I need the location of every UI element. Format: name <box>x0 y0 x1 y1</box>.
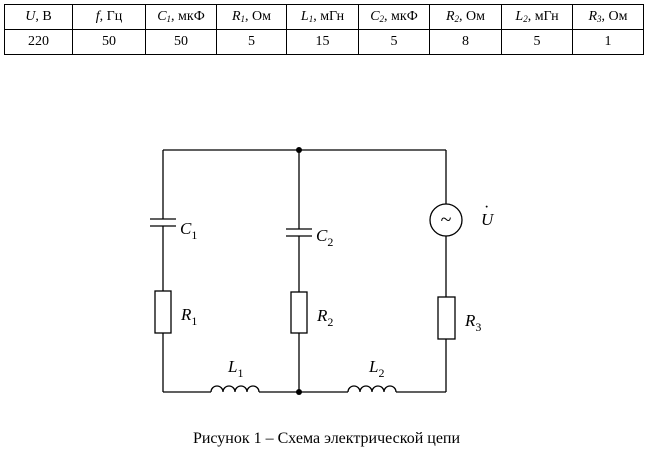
c2-label-index: 2 <box>327 235 333 249</box>
header-symbol: U <box>25 9 36 24</box>
voltage-label-dot: · <box>484 199 489 216</box>
value-cell: 5 <box>358 29 430 55</box>
l2-inductor-coil <box>347 385 397 393</box>
header-unit: , В <box>35 9 52 24</box>
r2-label-index: 2 <box>327 315 333 329</box>
header-symbol: C <box>157 9 167 24</box>
c2-label: C2 <box>316 226 333 249</box>
header-symbol: R <box>231 9 241 24</box>
r1-resistor <box>154 290 172 334</box>
value-cell: 15 <box>286 29 359 55</box>
l1-label-index: 1 <box>237 366 243 380</box>
header-subscript: 2 <box>523 14 528 24</box>
header-symbol: R <box>588 9 598 24</box>
value-cell: 220 <box>4 29 73 55</box>
header-subscript: 1 <box>308 14 314 24</box>
header-subscript: 1 <box>240 14 246 24</box>
header-cell: R2, Ом <box>429 4 502 30</box>
header-subscript: 1 <box>166 14 172 24</box>
figure-caption: Рисунок 1 – Схема электрической цепи <box>192 430 461 447</box>
header-symbol: C <box>370 9 380 24</box>
header-cell: U, В <box>4 4 73 30</box>
c1-label-index: 1 <box>191 228 197 242</box>
r3-label-index: 3 <box>475 320 481 334</box>
header-unit: , мГн <box>313 9 345 24</box>
l1-label: L1 <box>227 357 243 380</box>
r2-resistor <box>290 291 308 334</box>
header-unit: , Ом <box>601 9 628 24</box>
l2-label-letter: L <box>368 357 378 376</box>
parameters-table: U, В f, Гц C1, мкФ R1, Ом L1, мГн C2, мк… <box>4 4 644 55</box>
header-unit: , Ом <box>245 9 272 24</box>
header-symbol: L <box>515 9 524 24</box>
r3-label: R3 <box>464 311 481 334</box>
parameters-header-row: U, В f, Гц C1, мкФ R1, Ом L1, мГн C2, мк… <box>4 4 644 30</box>
r2-label-letter: R <box>316 306 328 325</box>
value-cell: 50 <box>72 29 146 55</box>
value-cell: 5 <box>501 29 573 55</box>
r3-resistor <box>437 296 456 340</box>
r1-label-letter: R <box>180 305 192 324</box>
header-unit: , мкФ <box>384 9 418 24</box>
r1-label-index: 1 <box>191 314 197 328</box>
header-subscript: 2 <box>454 14 460 24</box>
header-symbol: L <box>300 9 309 24</box>
voltage-label: U <box>481 210 495 229</box>
l2-label: L2 <box>368 357 384 380</box>
r2-label: R2 <box>316 306 333 329</box>
parameters-value-row: 220 50 50 5 15 5 8 5 1 <box>4 29 644 55</box>
header-unit: , Гц <box>99 9 123 24</box>
header-symbol: R <box>445 9 455 24</box>
header-unit: , Ом <box>459 9 486 24</box>
c1-label-letter: C <box>180 219 192 238</box>
c2-label-letter: C <box>316 226 328 245</box>
junction-node-bottom <box>296 389 302 395</box>
header-subscript: 3 <box>597 14 602 24</box>
l1-inductor-coil <box>210 385 260 393</box>
r3-label-letter: R <box>464 311 476 330</box>
header-unit: , мГн <box>527 9 559 24</box>
value-cell: 50 <box>145 29 217 55</box>
header-symbol: f <box>95 9 100 24</box>
header-subscript: 2 <box>379 14 385 24</box>
r1-label: R1 <box>180 305 197 328</box>
header-cell: L1, мГн <box>286 4 359 30</box>
junction-node-top <box>296 147 302 153</box>
header-cell: f, Гц <box>72 4 146 30</box>
l1-label-letter: L <box>227 357 237 376</box>
header-unit: , мкФ <box>171 9 205 24</box>
value-cell: 1 <box>572 29 644 55</box>
value-cell: 8 <box>429 29 502 55</box>
c1-label: C1 <box>180 219 197 242</box>
l2-label-index: 2 <box>378 366 384 380</box>
ac-source-symbol: ~ <box>441 209 452 231</box>
value-cell: 5 <box>216 29 287 55</box>
